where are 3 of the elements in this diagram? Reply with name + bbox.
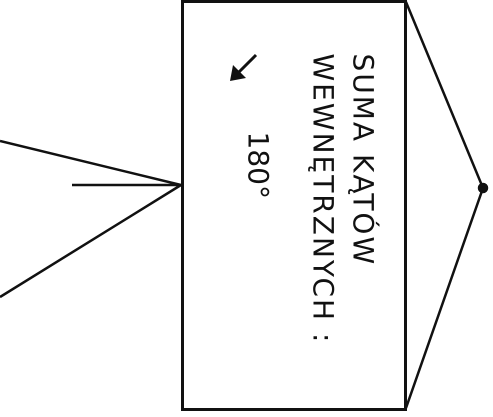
heading-text: SUMA KĄTÓW WEWNĘTRZNYCH : <box>305 53 380 346</box>
rectangle <box>181 0 407 411</box>
value-text: 180° <box>241 131 274 198</box>
